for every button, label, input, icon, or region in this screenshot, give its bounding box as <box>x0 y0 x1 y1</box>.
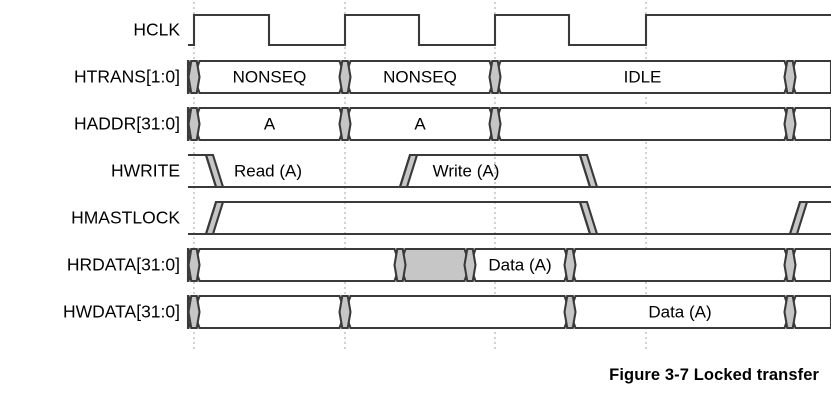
bus-transition-hrdata-31-0-3 <box>563 247 577 283</box>
bus-values-group: NONSEQ NONSEQ IDLE A A Read (A) Write (A) Data … <box>233 67 712 321</box>
figure-caption: Figure 3-7 Locked transfer <box>609 366 819 384</box>
bus-transition-hrdata-31-0-4 <box>783 247 797 283</box>
bus-value-6: A <box>264 114 276 133</box>
bus-transition-hrdata-31-0-0 <box>187 247 201 283</box>
bus-transition-htrans-1-0-1 <box>338 59 352 95</box>
bus-transition-hrdata-31-0-2 <box>463 247 477 283</box>
bus-transition-hwdata-31-0-1 <box>338 294 352 330</box>
bus-transition-htrans-1-0-3 <box>783 59 797 95</box>
bus-segment-hrdata-31-0-2 <box>398 247 472 283</box>
waveform-hclk <box>188 13 831 47</box>
bus-transition-haddr-31-0-1 <box>338 106 352 142</box>
bus-value-3: IDLE <box>624 67 662 86</box>
signal-labels-group: HCLK HTRANS[1:0] HADDR[31:0] HWRITE HMASTLOC… <box>63 20 180 322</box>
waveform-hmastlock <box>188 200 831 236</box>
annotation-hwrite-0: Read (A) <box>234 161 302 180</box>
bus-transition-hwdata-31-0-0 <box>187 294 201 330</box>
bus-transition-htrans-1-0-0 <box>187 59 201 95</box>
annotation-hwrite-1: Write (A) <box>433 161 500 180</box>
bus-transition-haddr-31-0-3 <box>783 106 797 142</box>
waveform-hwrite <box>188 153 831 189</box>
bus-segment-hwdata-31-0-2 <box>343 294 572 330</box>
bus-value-19: Data (A) <box>648 302 711 321</box>
signal-label-haddr-31-0: HADDR[31:0] <box>74 114 180 134</box>
bus-value-1: NONSEQ <box>233 67 307 86</box>
bus-transition-hwdata-31-0-2 <box>563 294 577 330</box>
bus-value-7: A <box>414 114 426 133</box>
bus-transition-htrans-1-0-2 <box>488 59 502 95</box>
signal-label-hwdata-31-0: HWDATA[31:0] <box>63 302 180 322</box>
gridlines-group <box>193 2 647 352</box>
bus-value-13: Data (A) <box>488 255 551 274</box>
signal-label-htrans-1-0: HTRANS[1:0] <box>74 67 180 87</box>
bus-transition-haddr-31-0-0 <box>187 106 201 142</box>
signal-label-hrdata-31-0: HRDATA[31:0] <box>67 255 180 275</box>
signal-label-hclk: HCLK <box>133 20 180 40</box>
bus-transition-hwdata-31-0-3 <box>783 294 797 330</box>
bus-segment-haddr-31-0-3 <box>493 106 792 142</box>
bus-value-2: NONSEQ <box>383 67 457 86</box>
waveforms-group <box>186 13 831 330</box>
signal-label-hmastlock: HMASTLOCK <box>71 208 180 228</box>
bus-segment-hrdata-31-0-1 <box>192 247 402 283</box>
bus-transition-haddr-31-0-2 <box>488 106 502 142</box>
bus-segment-hwdata-31-0-1 <box>192 294 347 330</box>
bus-segment-hrdata-31-0-4 <box>568 247 792 283</box>
bus-transition-hrdata-31-0-1 <box>393 247 407 283</box>
signal-label-hwrite: HWRITE <box>111 161 180 181</box>
